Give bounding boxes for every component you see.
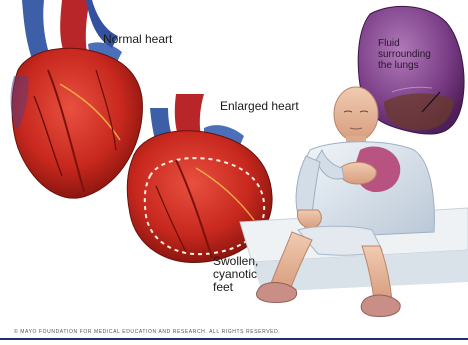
swollen-left-foot xyxy=(256,283,296,303)
bottom-rule xyxy=(0,338,468,345)
patient-hand xyxy=(340,162,377,184)
enlarged-heart-label: Enlarged heart xyxy=(220,100,299,113)
swollen-right-foot xyxy=(361,295,400,316)
patient-head xyxy=(334,87,378,141)
normal-heart-body xyxy=(12,48,142,198)
copyright-line: © MAYO FOUNDATION FOR MEDICAL EDUCATION … xyxy=(14,329,280,335)
normal-heart-label: Normal heart xyxy=(103,33,172,46)
swollen-feet-label: Swollen, cyanotic feet xyxy=(213,255,258,294)
fluid-lungs-label: Fluid surrounding the lungs xyxy=(378,38,431,71)
normal-heart xyxy=(11,0,143,198)
